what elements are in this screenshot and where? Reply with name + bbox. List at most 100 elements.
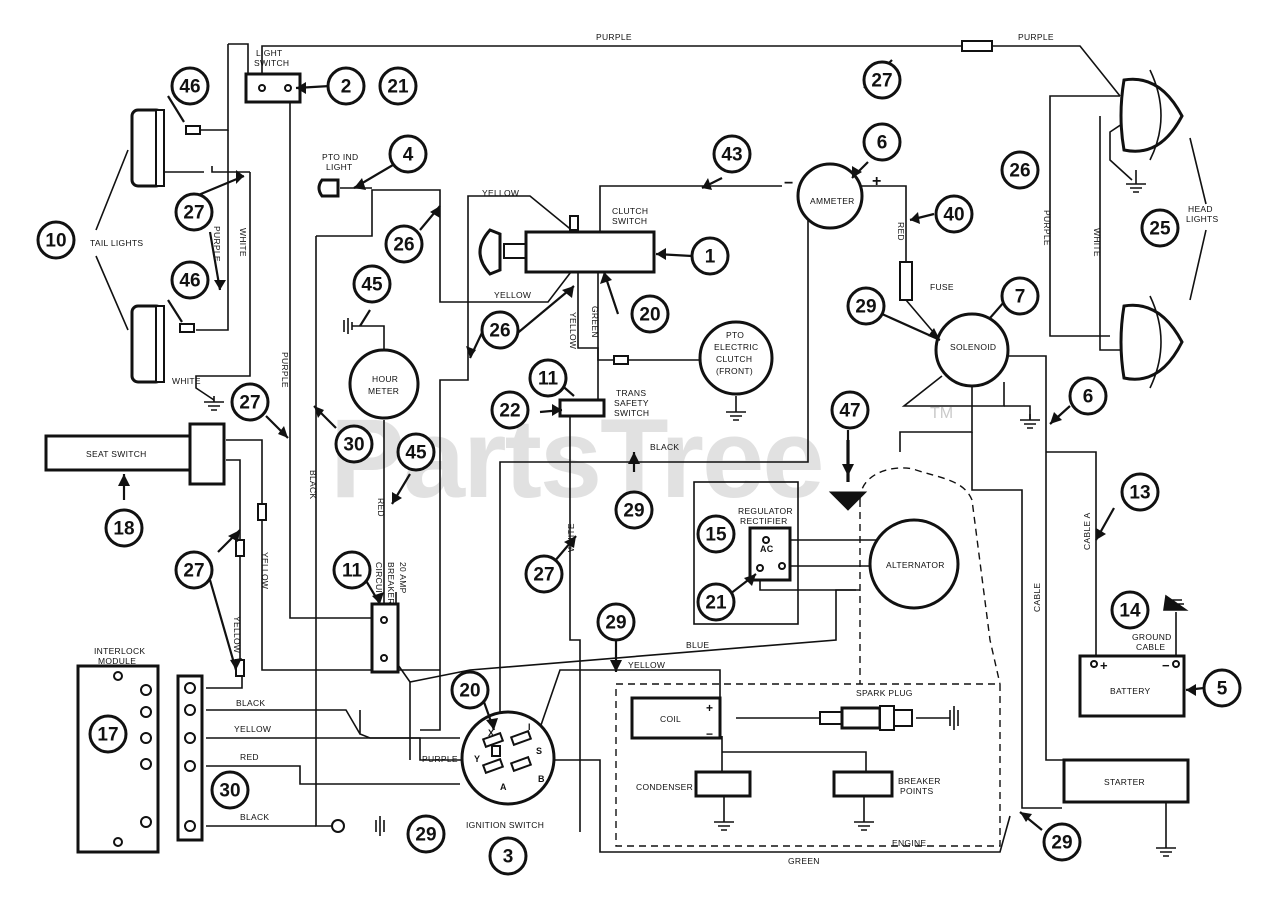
svg-text:5: 5 (1217, 679, 1228, 700)
svg-text:27: 27 (239, 393, 260, 414)
callout-26-right: 26 (1000, 150, 1040, 190)
callout-4: 4 (388, 134, 428, 174)
label-pto-clutch: ELECTRIC (714, 342, 758, 352)
alternator-outline (859, 467, 1001, 685)
callout-27-tail: 27 (174, 192, 214, 232)
label-hour-meter: METER (368, 386, 399, 396)
svg-text:45: 45 (361, 275, 383, 296)
label-condenser: CONDENSER (636, 782, 693, 792)
label-purple-ign: PURPLE (422, 754, 458, 764)
label-seat-switch: SEAT SWITCH (86, 449, 147, 459)
label-tail-lights: TAIL LIGHTS (90, 238, 143, 248)
label-white-vert-left: WHITE (238, 228, 248, 257)
engine-outline (615, 683, 1001, 847)
label-engine: ENGINE (892, 838, 926, 848)
ignition-term-b: B (538, 774, 545, 784)
callout-26-left: 26 (384, 224, 424, 264)
label-light-switch: LIGHT (256, 48, 283, 58)
label-pto-clutch: PTO (726, 330, 744, 340)
callout-29-yellow: 29 (596, 602, 636, 642)
svg-text:6: 6 (1083, 387, 1094, 408)
tail-lights-arrows (95, 149, 129, 331)
callout-20: 20 (450, 670, 490, 710)
label-light-switch: SWITCH (254, 58, 289, 68)
label-yellow-vert: YELLOW (568, 312, 578, 349)
callout-46-top: 46 (170, 66, 210, 106)
svg-text:29: 29 (1051, 833, 1072, 854)
battery-terminal-positive (1090, 660, 1098, 668)
svg-text:27: 27 (871, 71, 892, 92)
svg-text:22: 22 (499, 401, 520, 422)
ground-symbol-battery (1163, 594, 1189, 611)
solenoid (934, 312, 1010, 388)
interlock-module-holes (113, 671, 152, 847)
svg-text:3: 3 (503, 847, 514, 868)
label-head-lights: HEAD (1188, 204, 1213, 214)
ground-symbol-47 (828, 491, 868, 511)
label-cable-a: CABLE A (1082, 512, 1092, 550)
label-red-vert: RED (376, 498, 386, 517)
svg-text:30: 30 (219, 781, 240, 802)
label-clutch-switch: SWITCH (612, 216, 647, 226)
light-switch-terminal (284, 84, 292, 92)
headlight-lower (1119, 295, 1184, 389)
battery-terminal-negative (1172, 660, 1180, 668)
callout-29-mid: 29 (614, 490, 654, 530)
label-black-mod1: BLACK (236, 698, 265, 708)
coil-minus: − (706, 727, 713, 741)
svg-text:25: 25 (1149, 219, 1171, 240)
label-circuit-breaker: BREAKER (386, 562, 396, 605)
label-breaker-points: BREAKER (898, 776, 941, 786)
callout-10: 10 (36, 220, 76, 260)
callout-24: 21 (378, 66, 418, 106)
label-breaker-points: POINTS (900, 786, 933, 796)
headlight-upper (1119, 69, 1184, 161)
svg-text:21: 21 (705, 593, 727, 614)
label-ignition-switch: IGNITION SWITCH (466, 820, 544, 830)
pto-indicator-light (317, 178, 340, 198)
label-ground-cable: CABLE (1136, 642, 1165, 652)
svg-text:10: 10 (45, 231, 66, 252)
ignition-term-a: A (500, 782, 507, 792)
svg-text:46: 46 (179, 77, 200, 98)
callout-15: 15 (696, 514, 736, 554)
callout-21: 20 (630, 294, 670, 334)
callout-45-top: 45 (352, 264, 392, 304)
watermark-tm: TM (930, 405, 953, 422)
callout-29-bottom-left: 29 (406, 814, 446, 854)
svg-text:21: 21 (387, 77, 409, 98)
label-clutch-switch: CLUTCH (612, 206, 648, 216)
ignition-term-x: X (488, 728, 494, 738)
svg-text:2: 2 (341, 77, 352, 98)
svg-text:46: 46 (179, 271, 200, 292)
breaker-points (832, 770, 894, 798)
svg-text:14: 14 (1119, 601, 1141, 622)
leader-arrowheads (118, 76, 1196, 822)
callout-25: 25 (1140, 208, 1180, 248)
callout-3: 3 (488, 836, 528, 876)
starter (1062, 758, 1190, 804)
svg-text:17: 17 (97, 725, 118, 746)
label-white-vert: WHITE (566, 523, 576, 552)
callout-29-fuse: 29 (846, 286, 886, 326)
inline-connector (613, 355, 629, 365)
ignition-term-i: I (528, 722, 531, 732)
svg-text:20: 20 (639, 305, 660, 326)
svg-text:26: 26 (1009, 161, 1030, 182)
callout-14: 14 (1110, 590, 1150, 630)
wires (160, 40, 1177, 853)
label-circuit-breaker: 20 AMP (398, 562, 408, 594)
regulator-terminal (756, 564, 764, 572)
trans-safety-switch (558, 398, 606, 418)
svg-text:29: 29 (623, 501, 644, 522)
callout-6: 6 (1068, 376, 1108, 416)
ground-symbol (204, 170, 1176, 857)
label-regulator: REGULATOR (738, 506, 793, 516)
callout-26-mid: 26 (480, 310, 520, 350)
label-black-vert: BLACK (308, 470, 318, 499)
callout-30-bottom: 30 (210, 770, 250, 810)
callout-22: 21 (696, 582, 736, 622)
callout-30-top: 30 (334, 424, 374, 464)
svg-text:26: 26 (393, 235, 414, 256)
